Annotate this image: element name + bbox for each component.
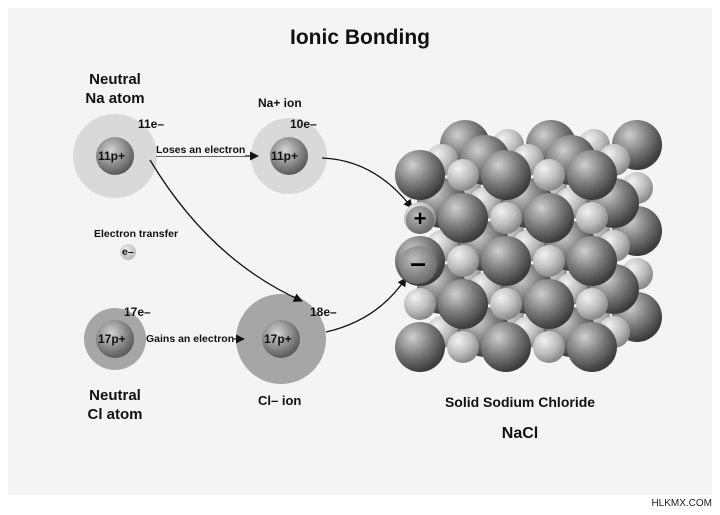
sodium-ion-sphere	[447, 245, 479, 277]
cl-atom	[84, 308, 146, 370]
transfer-arrow	[149, 159, 303, 302]
cl-ion	[236, 294, 326, 384]
sodium-ion-sphere	[533, 245, 565, 277]
chloride-ion-sphere	[395, 150, 445, 200]
transfer-electron	[120, 244, 136, 260]
chloride-ion-sphere	[524, 193, 574, 243]
chloride-ion-sphere	[567, 322, 617, 372]
na-atom-electrons: 11e–	[138, 117, 165, 131]
crystal-caption: Solid Sodium Chloride	[444, 394, 596, 410]
chloride-ion-sphere	[438, 279, 488, 329]
loses-electron-label: Loses an electron	[156, 144, 246, 156]
na-atom-label-line1: Neutral	[89, 71, 141, 88]
na-ion-to-crystal-arrow	[321, 157, 413, 209]
na-atom-label: Neutral Na atom	[70, 70, 160, 108]
sodium-ion-sphere	[447, 331, 479, 363]
cl-ion-to-crystal-arrow	[325, 277, 407, 333]
plus-sign-icon: +	[406, 206, 434, 234]
cl-atom-label-line1: Neutral	[89, 387, 141, 404]
na-atom-label-line2: Na atom	[85, 90, 145, 107]
nacl-lattice	[395, 120, 662, 372]
chloride-ion-sphere	[438, 193, 488, 243]
na-ion-protons: 11p+	[271, 149, 299, 163]
sodium-ion-sphere	[490, 288, 522, 320]
chloride-ion-sphere	[567, 236, 617, 286]
na-ion	[251, 118, 327, 194]
sodium-ion-sphere	[533, 331, 565, 363]
na-ion-label: Na+ ion	[258, 96, 302, 110]
cl-ion-protons: 17p+	[264, 332, 292, 346]
sodium-ion-sphere	[447, 159, 479, 191]
cl-ion-label: Cl– ion	[258, 393, 302, 408]
minus-sign-icon: –	[399, 246, 437, 284]
sodium-ion-sphere	[490, 202, 522, 234]
cl-atom-electrons: 17e–	[124, 305, 151, 319]
sodium-ion-sphere	[404, 288, 436, 320]
chloride-ion-sphere	[567, 150, 617, 200]
page-title: Ionic Bonding	[290, 26, 430, 49]
cl-atom-label-line2: Cl atom	[87, 406, 143, 423]
sodium-ion-sphere	[576, 202, 608, 234]
sodium-ion-sphere	[533, 159, 565, 191]
sodium-ion-sphere	[576, 288, 608, 320]
crystal-formula: NaCl	[501, 425, 539, 442]
chloride-ion-sphere	[395, 322, 445, 372]
chloride-ion-sphere	[481, 236, 531, 286]
gains-electron-label: Gains an electron	[146, 333, 235, 345]
chloride-ion-sphere	[481, 322, 531, 372]
cl-ion-electrons: 18e–	[310, 305, 337, 319]
chloride-ion-sphere	[481, 150, 531, 200]
electron-transfer-label: Electron transfer	[94, 228, 179, 240]
watermark: HLKMX.COM	[651, 498, 712, 509]
na-ion-electrons: 10e–	[290, 117, 317, 131]
cl-atom-label: Neutral Cl atom	[70, 386, 160, 424]
na-atom	[73, 114, 157, 198]
transfer-electron-label: e–	[122, 246, 134, 258]
na-atom-protons: 11p+	[98, 149, 126, 163]
cl-atom-protons: 17p+	[98, 332, 126, 346]
chloride-ion-sphere	[524, 279, 574, 329]
